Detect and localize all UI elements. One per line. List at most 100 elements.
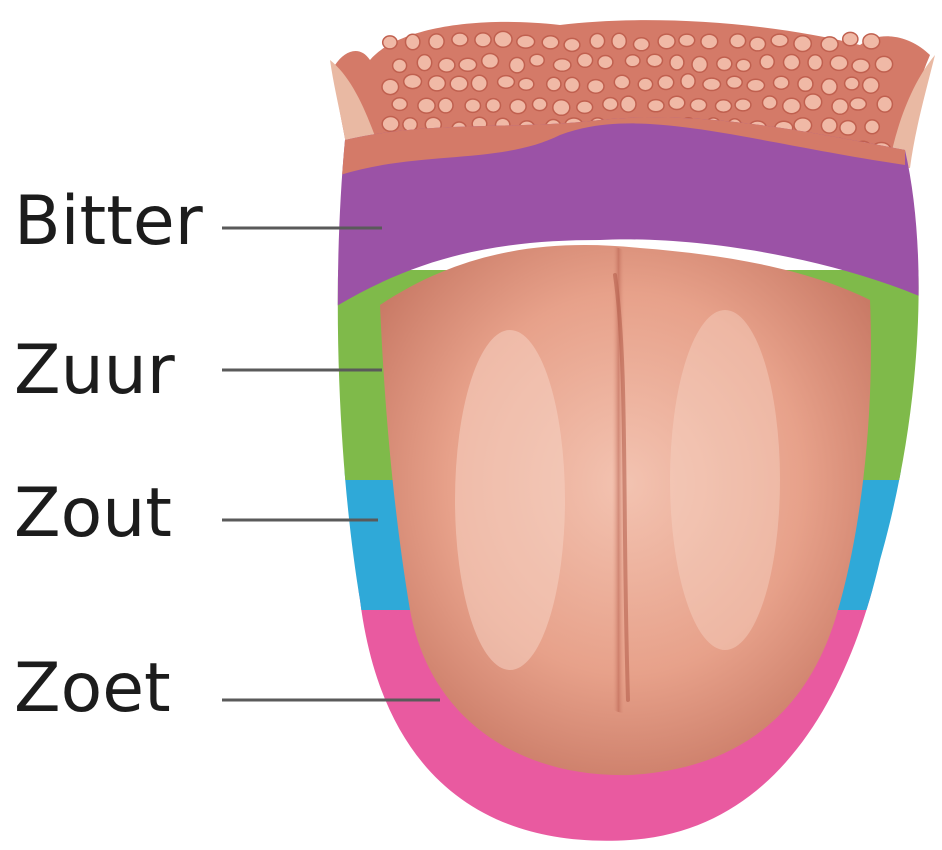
- papilla: [553, 100, 570, 116]
- taste-zones: [300, 100, 942, 850]
- papilla: [510, 57, 525, 72]
- papilla: [832, 99, 848, 115]
- papilla: [821, 118, 837, 133]
- papilla: [498, 76, 515, 89]
- label-bitter: Bitter: [14, 188, 203, 256]
- papilla: [598, 56, 613, 69]
- papilla: [510, 99, 526, 113]
- left-highlight: [455, 330, 565, 670]
- papilla: [865, 120, 879, 134]
- papilla: [760, 55, 774, 69]
- papilla: [690, 99, 706, 112]
- papilla: [465, 99, 480, 112]
- papilla: [821, 37, 838, 52]
- papilla: [459, 58, 477, 71]
- papilla: [588, 80, 604, 94]
- papilla: [830, 56, 848, 71]
- papilla: [658, 34, 675, 49]
- papilla: [669, 96, 685, 109]
- papilla: [393, 59, 407, 72]
- papilla: [850, 98, 866, 110]
- label-zout: Zout: [14, 480, 172, 548]
- papilla: [703, 78, 721, 90]
- papilla: [794, 36, 811, 52]
- papilla: [647, 54, 663, 66]
- papilla: [577, 101, 593, 113]
- papilla: [547, 77, 561, 91]
- papilla: [658, 76, 674, 90]
- papilla: [392, 98, 407, 111]
- papilla: [750, 37, 766, 51]
- papilla: [648, 100, 664, 112]
- papilla: [877, 96, 892, 112]
- papilla: [670, 55, 684, 70]
- papilla: [482, 54, 499, 69]
- papilla: [438, 98, 453, 113]
- papilla: [863, 34, 880, 49]
- papilla: [679, 34, 695, 46]
- papilla: [486, 99, 500, 113]
- papilla: [808, 55, 822, 71]
- papilla: [577, 53, 592, 67]
- papilla: [863, 77, 879, 93]
- papilla: [418, 98, 435, 113]
- papilla: [875, 56, 892, 72]
- papilla: [852, 59, 870, 73]
- papilla: [771, 34, 788, 47]
- papilla: [564, 38, 580, 51]
- papilla: [403, 118, 417, 131]
- papilla: [439, 58, 455, 72]
- papilla: [475, 33, 491, 47]
- papilla: [774, 76, 789, 89]
- papilla: [428, 76, 445, 91]
- papilla: [530, 54, 544, 66]
- papilla: [701, 34, 718, 49]
- label-zoet: Zoet: [14, 655, 171, 723]
- papilla: [383, 36, 397, 49]
- papilla: [517, 35, 535, 48]
- papilla: [804, 94, 821, 110]
- papilla: [603, 98, 618, 111]
- papilla: [736, 59, 750, 71]
- papilla: [404, 74, 422, 88]
- papilla: [730, 34, 746, 48]
- papilla: [542, 36, 559, 49]
- papilla: [554, 59, 571, 72]
- papilla: [843, 32, 858, 45]
- papilla: [681, 74, 695, 89]
- papilla: [747, 79, 764, 91]
- papilla: [822, 79, 838, 95]
- papilla: [519, 78, 534, 90]
- papilla: [494, 31, 512, 47]
- papilla: [692, 57, 707, 73]
- papilla: [840, 121, 856, 135]
- papilla: [716, 100, 732, 112]
- papilla: [406, 34, 420, 50]
- papilla: [612, 33, 626, 49]
- papilla: [590, 34, 605, 49]
- papilla: [565, 77, 580, 92]
- papilla: [621, 96, 636, 112]
- papilla: [634, 38, 650, 51]
- label-zuur: Zuur: [14, 337, 175, 405]
- papilla: [717, 57, 732, 70]
- papilla: [845, 77, 859, 90]
- papilla: [450, 76, 468, 91]
- papilla: [625, 55, 640, 67]
- papilla: [382, 79, 399, 94]
- papilla: [452, 33, 468, 46]
- papilla: [783, 98, 801, 113]
- right-highlight: [670, 310, 780, 650]
- papilla: [638, 78, 652, 91]
- papilla: [763, 96, 777, 109]
- papilla: [429, 34, 444, 49]
- papilla: [533, 98, 547, 111]
- papilla: [784, 55, 800, 71]
- papilla: [417, 55, 431, 71]
- papilla: [735, 99, 751, 111]
- papilla: [471, 75, 487, 91]
- papilla: [798, 77, 813, 92]
- papilla: [727, 76, 743, 88]
- papilla: [382, 117, 399, 132]
